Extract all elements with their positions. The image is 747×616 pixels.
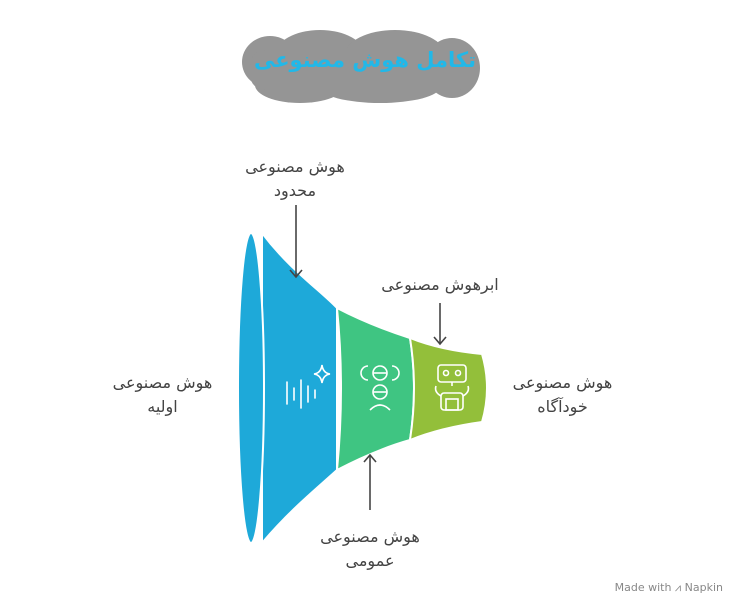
funnel-stage-self-aware (408, 336, 488, 442)
robot-icon (434, 364, 470, 411)
label-line: عمومی (345, 551, 395, 570)
label-line: خودآگاه (537, 397, 588, 416)
title-cloud (242, 30, 480, 103)
arrow-down-icon (289, 205, 447, 346)
label-self-aware-ai: هوش مصنوعی خودآگاه (495, 371, 630, 419)
label-line: هوش مصنوعی (512, 373, 613, 392)
label-superintelligence: ابرهوش مصنوعی (365, 273, 515, 297)
people-icon (360, 365, 400, 411)
arrow-up-icon (363, 453, 377, 510)
funnel-stage-general (335, 306, 415, 472)
label-narrow-ai: هوش مصنوعی محدود (225, 155, 365, 203)
label-line: هوش مصنوعی (245, 157, 345, 176)
label-general-ai: هوش مصنوعی عمومی (300, 525, 440, 573)
label-line: ابرهوش مصنوعی (381, 275, 499, 294)
label-line: هوش مصنوعی (112, 373, 213, 392)
label-line: هوش مصنوعی (320, 527, 420, 546)
label-line: اولیه (147, 397, 178, 416)
audio-sparkle-icon (286, 364, 331, 409)
label-line: محدود (273, 181, 317, 200)
funnel-stage-initial (261, 230, 338, 546)
napkin-credit[interactable]: Made with ⩘ Napkin (614, 581, 723, 594)
diagram-title: تکامل هوش مصنوعی (253, 48, 477, 72)
label-initial-ai: هوش مصنوعی اولیه (100, 371, 225, 419)
funnel-mouth (237, 232, 265, 544)
